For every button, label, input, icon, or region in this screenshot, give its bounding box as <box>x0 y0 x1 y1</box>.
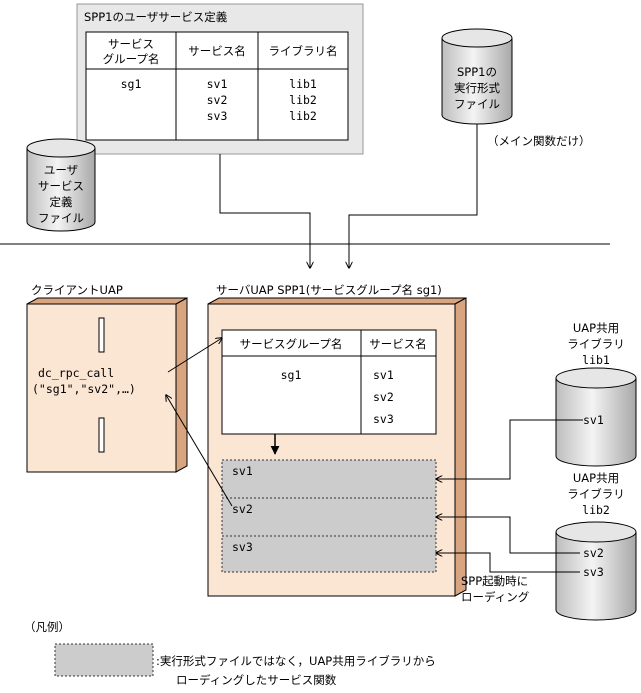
cylinder-label: サービス <box>38 179 84 193</box>
server-label: サーバUAP SPP1(サービスグループ名 sg1) <box>216 283 442 297</box>
cylinder-label: SPP1の <box>457 65 497 79</box>
load-note: ローディング <box>461 590 530 604</box>
rpc-call-args: ("sg1","sv2",…) <box>32 382 136 396</box>
service-cell: sv1 <box>373 368 394 382</box>
group-value: sg1 <box>281 368 302 382</box>
service-cell: sv3 <box>207 109 228 123</box>
header-service-name: サービス名 <box>369 337 427 351</box>
loaded-service: sv3 <box>232 540 253 554</box>
main-function-note: （メイン関数だけ） <box>487 134 591 148</box>
loaded-service: sv1 <box>232 464 253 478</box>
lib1-title: UAP共用 <box>573 321 619 335</box>
header-group-line1: サービス <box>108 37 154 51</box>
load-note: SPP起動時に <box>461 574 528 588</box>
cylinder-label: 定義 <box>50 195 73 209</box>
loaded-services: sv1 sv2 sv3 <box>221 459 437 573</box>
header-service-group: サービスグループ名 <box>240 337 343 351</box>
legend-swatch <box>54 643 154 677</box>
group-value: sg1 <box>121 77 142 91</box>
cylinder-label: ファイル <box>454 97 500 111</box>
service-cell: sv1 <box>207 77 228 91</box>
rpc-arrows <box>166 338 233 507</box>
library-cell: lib2 <box>289 109 317 123</box>
rpc-call-text: dc_rpc_call <box>38 366 114 380</box>
lib1-item: sv1 <box>583 413 604 427</box>
load-connectors <box>219 124 478 268</box>
server-box: サービスグループ名 サービス名 sg1 sv1 sv2 sv3 sv1 sv2 … <box>207 297 467 597</box>
lib1-cylinder: sv1 <box>555 367 637 467</box>
legend-title: （凡例） <box>24 620 70 634</box>
library-cell: lib1 <box>289 77 317 91</box>
library-load-arrows <box>436 419 583 573</box>
header-library: ライブラリ名 <box>269 44 338 58</box>
cylinder-label: ファイル <box>38 211 84 225</box>
header-service: サービス名 <box>188 44 246 58</box>
library-cell: lib2 <box>289 93 317 107</box>
lib1-title: ライブラリ <box>567 337 625 351</box>
server-service-table: サービスグループ名 サービス名 sg1 sv1 sv2 sv3 <box>221 329 437 435</box>
executable-file-cylinder: SPP1の 実行形式 ファイル <box>441 28 513 125</box>
service-definition-panel: SPP1のユーザサービス定義 サービス グループ名 サービス名 ライブラリ名 s… <box>76 3 364 155</box>
definition-table: サービス グループ名 サービス名 ライブラリ名 sg1 sv1 sv2 sv3 … <box>85 31 349 141</box>
service-cell: sv2 <box>373 390 394 404</box>
lib2-title: lib2 <box>582 503 610 517</box>
lib2-item: sv3 <box>583 565 604 579</box>
lib2-title: ライブラリ <box>567 487 625 501</box>
cylinder-label: ユーザ <box>44 163 78 177</box>
lib2-item: sv2 <box>583 546 604 560</box>
lib2-cylinder: sv2 sv3 <box>555 521 637 621</box>
lib1-title: lib1 <box>582 353 610 367</box>
loaded-service: sv2 <box>232 502 253 516</box>
panel-title: SPP1のユーザサービス定義 <box>84 10 228 24</box>
service-cell: sv3 <box>373 412 394 426</box>
client-label: クライアントUAP <box>31 283 123 297</box>
cylinder-label: 実行形式 <box>454 81 500 95</box>
client-box: dc_rpc_call ("sg1","sv2",…) <box>26 297 188 473</box>
user-service-file-cylinder: ユーザ サービス 定義 ファイル <box>26 138 96 232</box>
header-group-line2: グループ名 <box>103 52 160 66</box>
legend-text: :実行形式ファイルではなく，UAP共用ライブラリから <box>156 654 436 668</box>
legend-text: ローディングしたサービス関数 <box>176 673 337 687</box>
service-cell: sv2 <box>207 93 228 107</box>
lib2-title: UAP共用 <box>573 471 619 485</box>
